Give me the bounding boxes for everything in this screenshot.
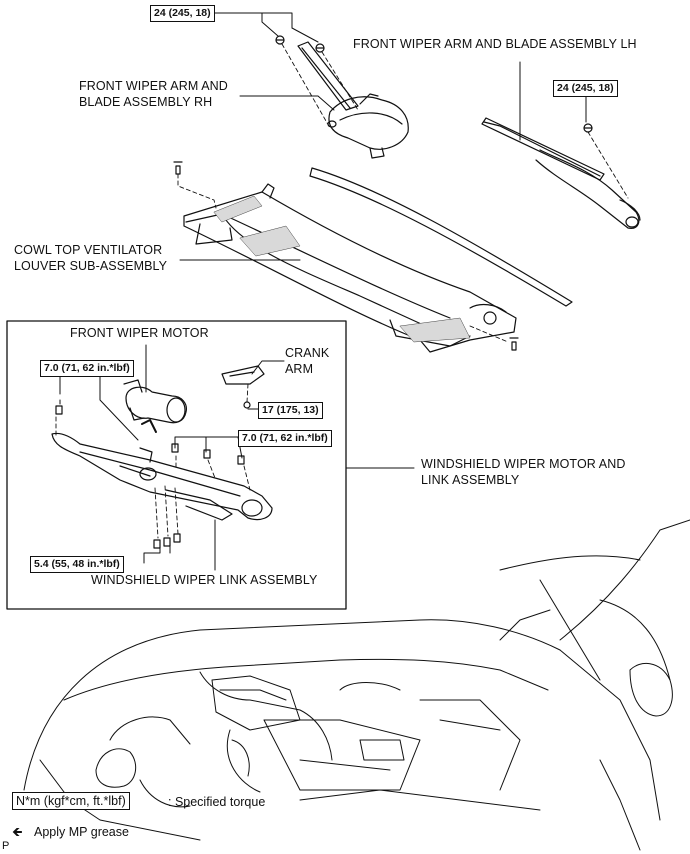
label-cowl-line1: COWL TOP VENTILATOR [14,243,163,257]
label-crank-line2: ARM [285,362,314,376]
left-arrow-icon: 🡸 [12,824,23,839]
cowl-seal-strip [309,167,573,307]
label-crank-line1: CRANK [285,346,330,360]
crank-arm [221,365,265,409]
wiper-motor [123,379,187,433]
torque-arm-rh: 24 (245, 18) [150,5,215,22]
label-motor: FRONT WIPER MOTOR [70,326,209,340]
cowl-louver [173,161,519,353]
corner-mark: P [2,840,10,852]
legend-torque-desc: : Specified torque [168,795,266,809]
torque-link-lower: 5.4 (55, 48 in.*lbf) [30,556,124,573]
label-motor-link-line2: LINK ASSEMBLY [421,473,520,487]
label-link: WINDSHIELD WIPER LINK ASSEMBLY [91,573,318,587]
label-arm-rh-line1: FRONT WIPER ARM AND [79,79,228,93]
vehicle-body [23,519,690,851]
torque-arm-lh: 24 (245, 18) [553,80,618,97]
motor-link-frame [6,320,347,610]
wiper-arm-lh [481,117,641,229]
label-arm-lh: FRONT WIPER ARM AND BLADE ASSEMBLY LH [353,37,637,51]
legend-grease-desc: Apply MP grease [34,825,129,839]
torque-link-bolts: 7.0 (71, 62 in.*lbf) [238,430,332,447]
wiper-link [51,405,273,549]
label-motor-link-line1: WINDSHIELD WIPER MOTOR AND [421,457,626,471]
legend-torque-box: N*m (kgf*cm, ft.*lbf) [12,792,130,810]
label-cowl-line2: LOUVER SUB-ASSEMBLY [14,259,168,273]
wiper-arm-rh [275,35,409,159]
torque-crank-nut: 17 (175, 13) [258,402,323,419]
label-arm-rh-line2: BLADE ASSEMBLY RH [79,95,213,109]
install-guide-lines [55,43,629,539]
torque-motor-bolt: 7.0 (71, 62 in.*lbf) [40,360,134,377]
